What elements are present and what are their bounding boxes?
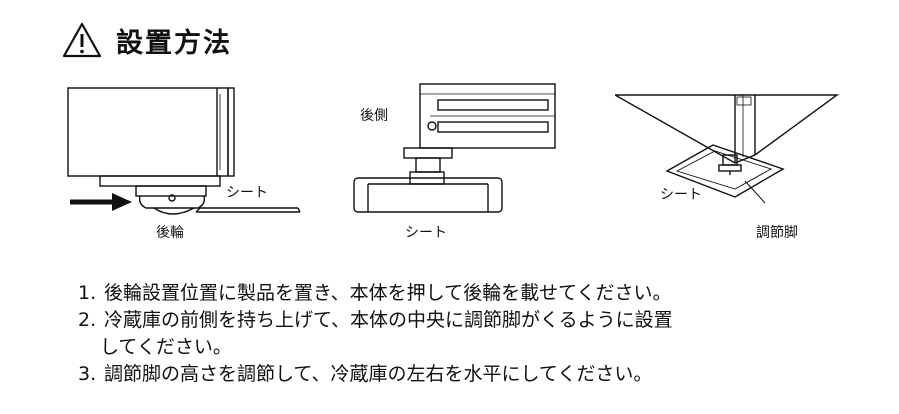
title-row: 設置方法 <box>62 18 232 62</box>
step-text: 調節脚の高さを調節して、冷蔵庫の左右を水平にしてください。 <box>104 363 653 385</box>
page-title: 設置方法 <box>116 27 232 59</box>
step-3: 3. 調節脚の高さを調節して、冷蔵庫の左右を水平にしてください。 <box>78 361 673 388</box>
figure-rear-side <box>353 83 556 213</box>
label-rear-side: 後側 <box>360 108 388 124</box>
step-2-continuation: してください。 <box>100 336 232 358</box>
step-number: 1. <box>78 282 97 304</box>
label-rear-wheel: 後輪 <box>156 225 184 241</box>
label-adjustable-foot: 調節脚 <box>756 225 798 241</box>
step-text: 冷蔵庫の前側を持ち上げて、本体の中央に調節脚がくるように設置 <box>104 309 673 331</box>
warning-triangle-icon <box>62 22 102 58</box>
step-2: 2. 冷蔵庫の前側を持ち上げて、本体の中央に調節脚がくるように設置 <box>78 307 673 334</box>
step-text: 後輪設置位置に製品を置き、本体を押して後輪を載せてください。 <box>104 282 672 304</box>
label-sheet: シート <box>405 225 447 241</box>
step-number: 3. <box>78 363 97 385</box>
label-sheet: シート <box>660 187 702 203</box>
label-sheet: シート <box>226 185 268 201</box>
step-1: 1. 後輪設置位置に製品を置き、本体を押して後輪を載せてください。 <box>78 280 673 307</box>
instruction-steps: 1. 後輪設置位置に製品を置き、本体を押して後輪を載せてください。 2. 冷蔵庫… <box>78 280 673 388</box>
figure-rear-wheel <box>67 87 301 215</box>
figure-adjustable-foot <box>615 94 840 204</box>
step-number: 2. <box>78 309 97 331</box>
